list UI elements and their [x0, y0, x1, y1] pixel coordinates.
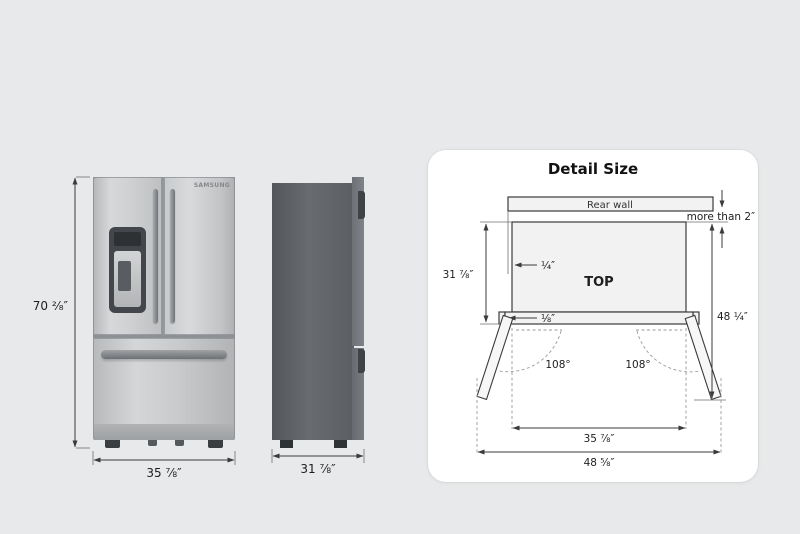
right-door-open: [684, 314, 722, 401]
fridge-foot: [280, 440, 293, 448]
water-dispenser: [109, 227, 146, 313]
door-freezer-seam: [93, 335, 235, 338]
fridge-foot: [105, 440, 120, 448]
right-swing-arc: [636, 330, 701, 373]
right-door-angle: 108°: [625, 359, 650, 371]
right-door-handle: [170, 189, 175, 323]
rear-wall: [507, 196, 714, 212]
open-width-label: 48 ⅝″: [584, 457, 615, 469]
fridge-foot: [175, 440, 184, 446]
left-door-angle: 108°: [545, 359, 570, 371]
quarter-gap-label: ¼″: [541, 260, 555, 272]
front-width-label: 35 ⅞″: [146, 466, 182, 480]
fridge-side-view: [272, 177, 365, 448]
detail-width-label: 35 ⅞″: [584, 433, 615, 445]
side-cabinet: [272, 183, 354, 440]
fridge-right-door: [164, 177, 235, 335]
side-door-handle: [358, 191, 365, 219]
side-door-panel: [352, 177, 364, 346]
card-title: Detail Size: [547, 160, 639, 178]
left-swing-arc: [498, 330, 562, 373]
rear-wall-label: Rear wall: [587, 200, 633, 211]
detail-size-card: Detail Size Rear wall more than 2″ TOP: [428, 150, 758, 482]
front-height-label: 70 ²⁄₈″: [33, 299, 69, 313]
top-label: TOP: [584, 275, 613, 290]
brand-logo: SAMSUNG: [193, 182, 230, 189]
kick-plate: [94, 424, 234, 440]
eighth-gap-label: ⅛″: [541, 313, 555, 325]
dispenser-paddle: [118, 261, 131, 291]
left-door-open: [476, 314, 514, 401]
clearance-label: more than 2″: [687, 211, 755, 223]
cabinet-top-view: [511, 221, 687, 313]
dispenser-display: [114, 232, 141, 246]
detail-depth-label: 31 ⅞″: [443, 269, 474, 281]
side-freezer-handle: [358, 349, 365, 373]
fridge-foot: [208, 440, 223, 448]
left-door-handle: [153, 189, 158, 323]
fridge-foot: [334, 440, 347, 448]
fridge-front-view: SAMSUNG: [93, 177, 235, 448]
open-depth-label: 48 ¼″: [717, 311, 748, 323]
fridge-doors: SAMSUNG: [93, 177, 235, 335]
top-view-diagram: Rear wall more than 2″ TOP ¼″ ⅛″: [443, 190, 755, 469]
freezer-handle: [101, 350, 227, 359]
side-depth-label: 31 ⅞″: [300, 462, 336, 476]
fridge-foot: [148, 440, 157, 446]
